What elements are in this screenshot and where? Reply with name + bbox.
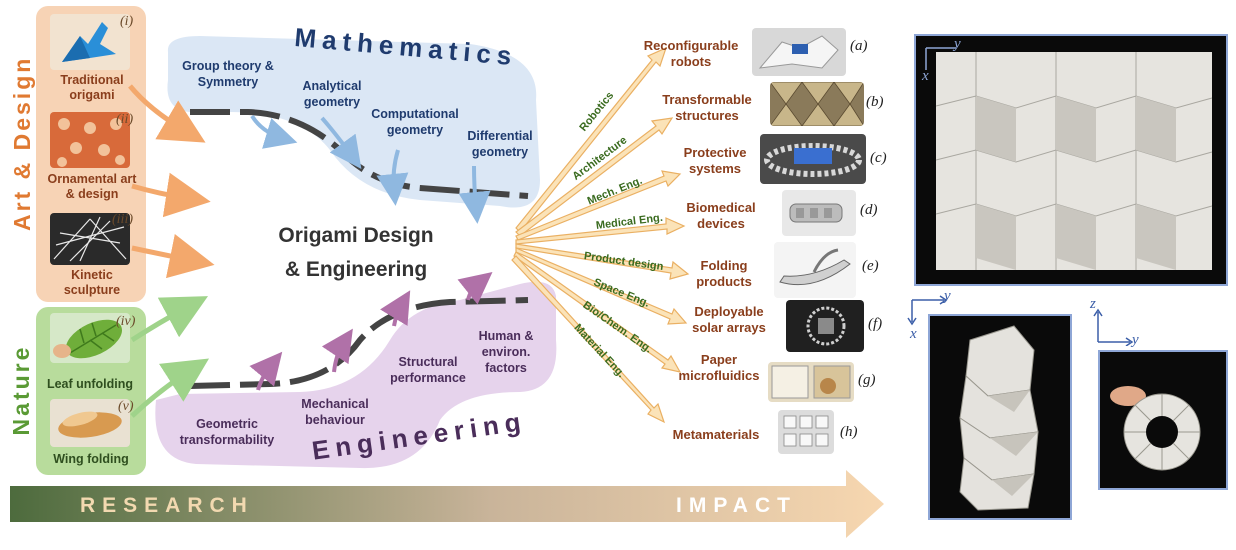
engineering-bubble bbox=[155, 281, 557, 469]
app-image-protective bbox=[760, 134, 866, 184]
numeral-i: (i) bbox=[120, 14, 134, 29]
axis-arrows-top bbox=[925, 47, 956, 70]
axis-arrows-mid bbox=[907, 295, 948, 326]
axis-arrows-right bbox=[1093, 308, 1134, 346]
axis-x-mid: x bbox=[910, 326, 917, 342]
art-arrow-3 bbox=[131, 234, 215, 279]
fan-arrow-product bbox=[515, 243, 690, 280]
impact-fan bbox=[511, 46, 690, 424]
app-image-structures bbox=[770, 82, 864, 126]
art-arrow-2 bbox=[131, 172, 211, 218]
traditional-origami-label: Traditional origami bbox=[60, 73, 124, 102]
app-letter-b: (b) bbox=[866, 94, 884, 110]
app-label-b: Transformable structures bbox=[662, 92, 752, 123]
math-topic-computational: Computational geometry bbox=[371, 107, 459, 137]
app-letter-e: (e) bbox=[862, 258, 879, 274]
nature-arrow-1 bbox=[130, 296, 209, 343]
axis-x-top: x bbox=[922, 68, 929, 84]
numeral-iii: (iii) bbox=[112, 212, 133, 227]
ring-origami-photo bbox=[1098, 350, 1228, 490]
app-label-d: Biomedical devices bbox=[686, 200, 756, 231]
eng-arrow-1 bbox=[249, 351, 283, 391]
fan-arrow-mech bbox=[515, 170, 682, 241]
math-topic-analytical: Analytical geometry bbox=[302, 79, 362, 109]
math-arrow-1 bbox=[250, 114, 298, 149]
eng-topic-mechanical: Mechanical behaviour bbox=[301, 397, 369, 427]
folded-tube-photo bbox=[928, 314, 1072, 520]
app-letter-h: (h) bbox=[840, 424, 858, 440]
engineering-dashed-path bbox=[189, 297, 529, 389]
leaf-unfolding-image bbox=[50, 313, 130, 363]
wing-folding-image bbox=[50, 399, 130, 447]
research-label: RESEARCH bbox=[80, 494, 254, 517]
numeral-ii: (ii) bbox=[116, 112, 134, 127]
kinetic-sculpture-label: Kinetic sculpture bbox=[63, 268, 121, 297]
app-label-a: Reconfigurable robots bbox=[643, 38, 739, 69]
axis-y-right: y bbox=[1132, 332, 1139, 348]
ornamental-art-image bbox=[50, 112, 130, 168]
fan-arrow-bio bbox=[513, 251, 682, 373]
app-label-e: Folding products bbox=[696, 258, 752, 289]
center-title-line2: & Engineering bbox=[284, 258, 428, 281]
app-label-g: Paper microfluidics bbox=[678, 352, 760, 383]
eng-arrow-4 bbox=[457, 272, 493, 305]
numeral-v: (v) bbox=[118, 399, 134, 414]
app-image-solar bbox=[786, 300, 864, 352]
fan-arrow-architecture bbox=[515, 117, 674, 237]
numeral-iv: (iv) bbox=[116, 314, 136, 329]
app-image-biomedical bbox=[782, 190, 856, 236]
fan-arrow-medical bbox=[515, 217, 686, 245]
nature-arrow-2 bbox=[130, 358, 210, 418]
app-letter-a: (a) bbox=[850, 38, 868, 54]
math-arrow-4 bbox=[458, 165, 491, 224]
eng-arrow-3 bbox=[380, 290, 411, 327]
eng-topic-structural: Structural performance bbox=[390, 355, 466, 385]
fan-arrow-space bbox=[515, 247, 688, 325]
axis-y-mid: y bbox=[944, 288, 951, 304]
app-letter-g: (g) bbox=[858, 372, 876, 388]
app-letter-f: (f) bbox=[868, 316, 883, 332]
eng-topic-geometric: Geometric transformability bbox=[179, 417, 275, 447]
eng-topic-human: Human & environ. factors bbox=[478, 329, 534, 375]
research-impact-arrow bbox=[10, 470, 884, 538]
axis-y-top: y bbox=[954, 36, 961, 52]
math-arrow-3 bbox=[376, 149, 409, 206]
app-label-h: Metamaterials bbox=[672, 427, 760, 442]
origami-sheet-photo bbox=[914, 34, 1228, 286]
mathematics-bubble bbox=[167, 36, 540, 208]
art-arrow-1 bbox=[128, 84, 206, 143]
kinetic-sculpture-image bbox=[50, 213, 130, 265]
app-label-c: Protective systems bbox=[683, 145, 747, 176]
center-title-line1: Origami Design bbox=[278, 224, 434, 247]
ornamental-art-label: Ornamental art & design bbox=[47, 172, 137, 201]
traditional-origami-image bbox=[50, 14, 130, 70]
wing-folding-label: Wing folding bbox=[53, 452, 129, 466]
fan-arrow-robotics bbox=[515, 46, 667, 233]
math-arrow-2 bbox=[320, 116, 362, 169]
math-topic-group-theory: Group theory & Symmetry bbox=[182, 59, 274, 89]
app-letter-c: (c) bbox=[870, 150, 887, 166]
impact-label: IMPACT bbox=[676, 494, 797, 517]
math-topic-differential: Differential geometry bbox=[467, 129, 533, 159]
eng-arrow-2 bbox=[321, 328, 353, 373]
axis-z: z bbox=[1090, 296, 1096, 312]
fan-arrow-material bbox=[511, 255, 666, 424]
app-image-robots bbox=[752, 28, 846, 76]
app-image-microfluidics bbox=[768, 362, 854, 402]
app-image-products bbox=[774, 242, 856, 298]
app-image-metamaterials bbox=[778, 410, 834, 454]
app-letter-d: (d) bbox=[860, 202, 878, 218]
app-label-f: Deployable solar arrays bbox=[692, 304, 766, 335]
leaf-unfolding-label: Leaf unfolding bbox=[46, 377, 134, 391]
